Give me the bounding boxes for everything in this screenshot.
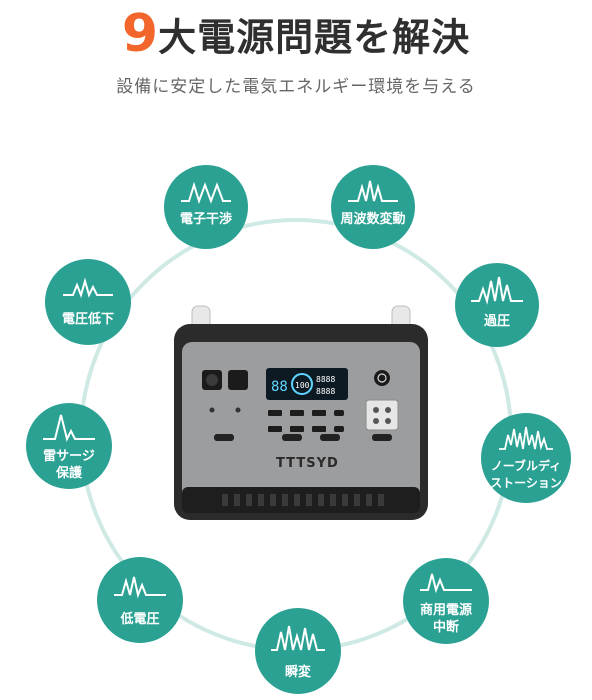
badge-label: ストーション <box>490 476 562 490</box>
screen-right-bottom: 8888 <box>316 387 335 396</box>
badge-label: 商用電源 <box>419 603 472 618</box>
frequency-wave-icon <box>348 180 398 202</box>
outage-wave-icon <box>420 573 472 594</box>
badge-surge: 雷サージ 保護 <box>26 403 112 489</box>
device-brand-logo: TTTSYD <box>276 456 339 471</box>
power-station-image: 88 100 8888 8888 TTTSYD <box>174 305 428 520</box>
badge-under: 低電圧 <box>97 557 183 643</box>
sag-wave-icon <box>63 277 113 299</box>
badge-label: 瞬変 <box>284 665 311 680</box>
undervoltage-wave-icon <box>114 576 166 599</box>
badge-label: 中断 <box>432 620 459 635</box>
headline: 9大電源問題を解決 <box>0 4 592 64</box>
headline-text: 大電源問題を解決 <box>158 15 471 60</box>
badge-outage: 商用電源 中断 <box>403 558 489 644</box>
badge-label: 過圧 <box>483 314 510 329</box>
badge-label: 雷サージ <box>43 449 95 464</box>
harmonic-wave-icon <box>499 426 553 451</box>
badge-harm: ノーブルディ ストーション <box>481 413 571 503</box>
screen-right-top: 8888 <box>316 375 335 384</box>
badge-label: 保護 <box>55 466 82 481</box>
badge-sag: 電圧低下 <box>45 259 131 345</box>
badge-freq: 周波数変動 <box>331 165 415 249</box>
surge-wave-icon <box>43 414 95 442</box>
screen-left-readout: 88 <box>271 379 288 395</box>
badge-over: 過圧 <box>455 263 539 347</box>
overvoltage-wave-icon <box>471 276 523 305</box>
transient-wave-icon <box>271 625 325 651</box>
screen-center-readout: 100 <box>295 381 310 390</box>
subtitle: 設備に安定した電気エネルギー環境を与える <box>116 77 476 97</box>
badge-label: 低電圧 <box>120 612 160 627</box>
badge-label: 周波数変動 <box>340 212 406 227</box>
headline-number: 9 <box>121 4 159 64</box>
badge-trans: 瞬変 <box>255 608 341 694</box>
badge-noise: 電子干渉 <box>164 165 248 249</box>
badge-label: 電圧低下 <box>61 312 114 327</box>
noise-wave-icon <box>181 181 231 205</box>
badge-label: 電子干渉 <box>179 212 232 227</box>
badge-label: ノーブルディ <box>490 459 562 473</box>
